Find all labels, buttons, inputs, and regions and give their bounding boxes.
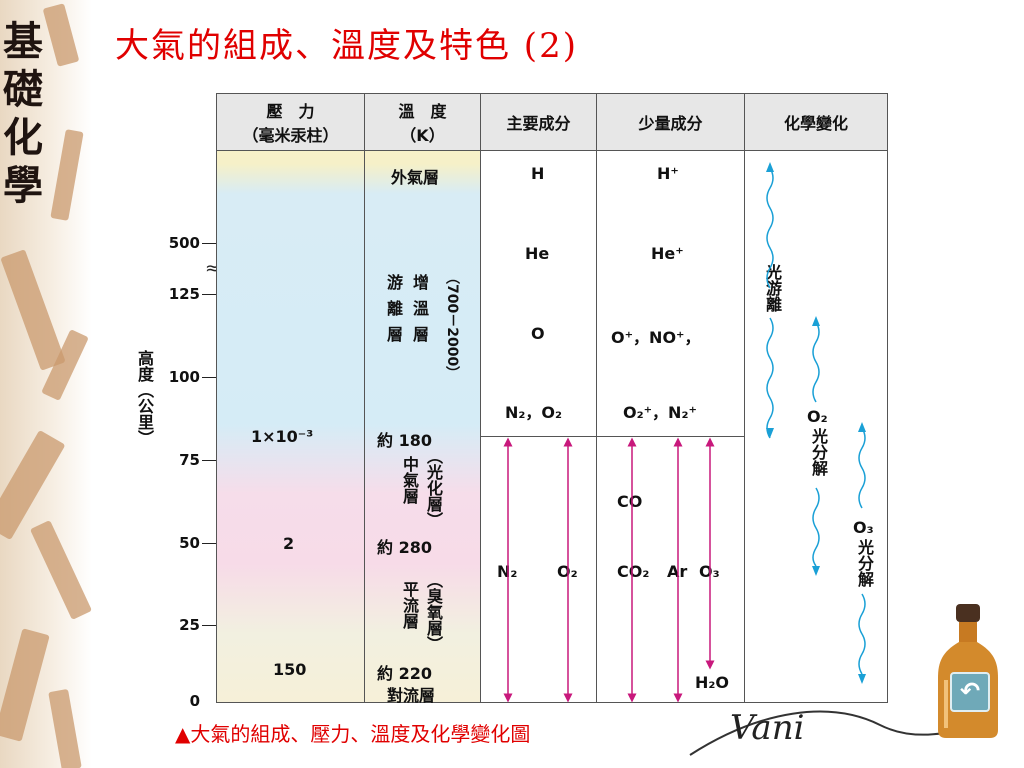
tick-label-500: 500 [168,234,200,252]
layer-troposphere: 對流層 [387,686,436,705]
side-title-char: 化 [3,114,43,161]
header-pressure-line1: 壓 力 [266,102,315,121]
major-O: O [531,324,545,343]
layer-exosphere: 外氣層 [391,168,440,187]
temp-220: 約 220 [377,664,432,683]
major-He: He [525,244,550,263]
header-change: 化學變化 [745,94,887,151]
side-title-char: 基 [3,18,43,65]
pressure-value-1e-3: 1×10⁻³ [251,427,314,446]
temp-280: 約 280 [377,538,432,557]
tick-label-100: 100 [168,368,200,386]
tick-label-50: 50 [179,534,200,552]
layer-stratosphere-alt: （臭氧層） [424,572,443,652]
minor-O-NO-ion: O⁺，NO⁺， [611,328,701,347]
column-minor-components: 少量成分 H⁺ He⁺ O⁺，NO⁺， O₂⁺，N₂⁺ CO CO₂ Ar O₃… [597,94,745,702]
back-button[interactable]: ↶ [950,672,990,712]
tick-mark [202,294,216,295]
layer-thermosphere-name: 增溫層 [410,274,429,352]
tick-mark [202,377,216,378]
side-title-char: 學 [3,162,43,209]
layer-thermosphere-ion: 游離層 [384,274,403,352]
change-o3-label: O₃ [853,518,874,537]
header-temperature-line1: 溫 度 [398,102,447,121]
figure-caption: ▲大氣的組成、壓力、溫度及化學變化圖 [175,722,531,746]
header-major: 主要成分 [481,94,596,151]
major-H: H [531,164,545,183]
left-decorative-strip [0,0,92,768]
tick-label-0: 0 [189,692,200,710]
change-o2-label: O₂ [807,407,828,426]
thermosphere-temp-range: （700－2000） [444,270,460,381]
layer-stratosphere-name: 平流層 [400,581,419,629]
tick-label-125: 125 [168,285,200,303]
tick-mark [202,460,216,461]
minor-O2-N2-ion: O₂⁺，N₂⁺ [623,403,697,422]
header-minor: 少量成分 [597,94,744,151]
side-title-char: 礎 [3,66,43,113]
tick-mark [202,543,216,544]
temp-180: 約 180 [377,431,432,450]
signature-text: Vani [730,708,805,748]
header-temperature: 溫 度 （K） [365,94,480,151]
minor-H-ion: H⁺ [657,164,679,183]
header-pressure: 壓 力 （毫米汞柱） [217,94,364,151]
tick-label-75: 75 [179,451,200,469]
layer-mesosphere-alt: （光化層） [424,448,443,528]
atmosphere-table: 壓 力 （毫米汞柱） 1×10⁻³ 2 150 溫 度 （K） 外氣層 游離層 … [216,93,888,705]
minor-H2O: H₂O [695,673,729,692]
column-chemical-change: 化學變化 光游離 O₂ 光分解 O₃ 光分解 [745,94,887,702]
column-temperature: 溫 度 （K） 外氣層 游離層 增溫層 （700－2000） 約 180 中氣層… [365,94,481,705]
axis-label: 高度（公里） [135,350,154,446]
wave-o2-photolysis [812,321,820,567]
layer-mesosphere-name: 中氣層 [400,456,419,504]
page-title: 大氣的組成、溫度及特色 (2) [115,26,578,66]
major-N2-O2: N₂，O₂ [505,403,563,422]
pressure-value-150: 150 [273,660,307,679]
column-pressure: 壓 力 （毫米汞柱） 1×10⁻³ 2 150 [217,94,365,702]
header-temperature-line2: （K） [400,126,445,145]
change-o3-photolysis: 光分解 [855,539,874,587]
tick-label-25: 25 [179,616,200,634]
pressure-value-2: 2 [283,534,295,553]
bottle-illustration [938,604,998,738]
change-o2-photolysis: 光分解 [809,428,828,476]
wave-photoionization [766,167,774,439]
u-turn-icon: ↶ [959,677,981,705]
tick-mark [202,243,216,244]
side-title: 基 礎 化 學 [0,18,46,210]
wave-o3-photolysis [858,427,866,675]
header-pressure-line2: （毫米汞柱） [242,126,339,145]
tick-mark [202,625,216,626]
minor-He-ion: He⁺ [651,244,684,263]
column-major-components: 主要成分 H He O N₂，O₂ N₂ O₂ [481,94,597,702]
divider-upper [481,436,745,437]
